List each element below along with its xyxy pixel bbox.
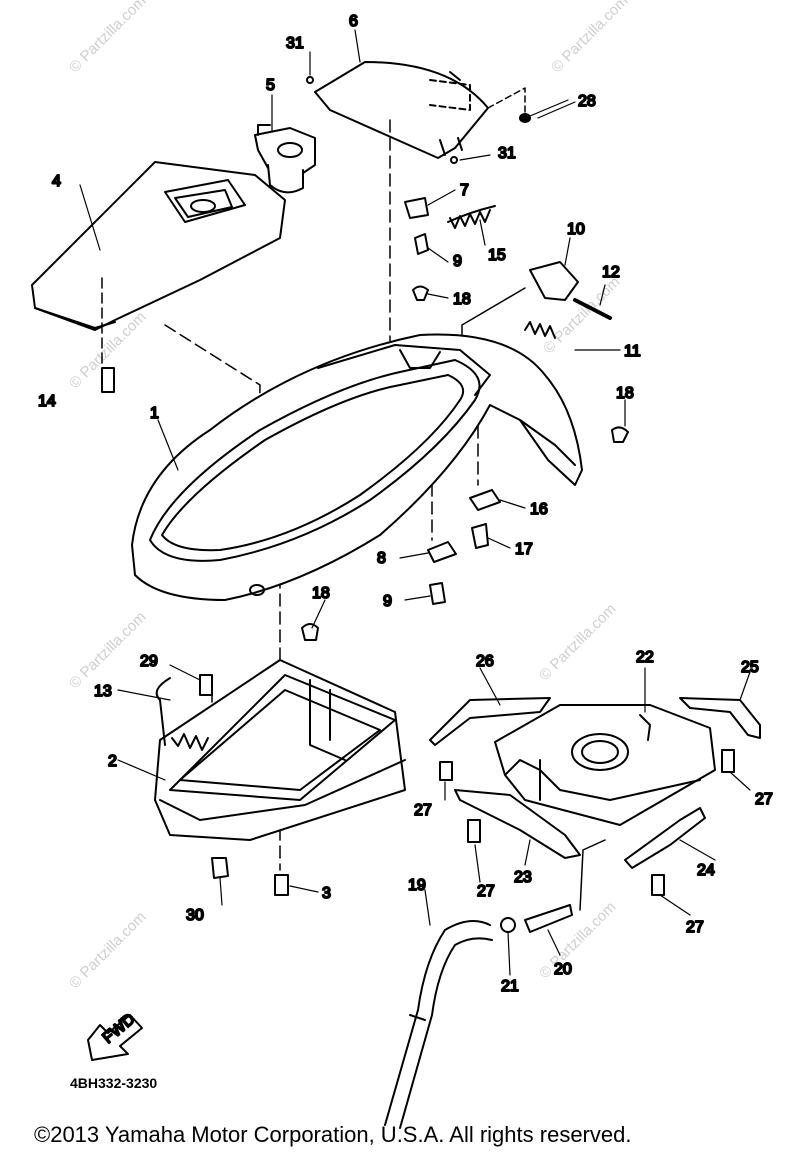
callout-12: 12 xyxy=(602,264,620,281)
part-18-screw xyxy=(412,285,429,301)
callout-5: 5 xyxy=(266,77,275,94)
callout-16: 16 xyxy=(530,501,548,518)
part-5-switch xyxy=(254,124,316,194)
callout-9: 9 xyxy=(453,253,462,270)
part-27-screw xyxy=(651,874,665,896)
callout-13: 13 xyxy=(94,683,112,700)
part-31-clip xyxy=(306,76,314,84)
callout-1: 1 xyxy=(150,405,159,422)
part-9-screw xyxy=(429,582,446,605)
callout-8: 8 xyxy=(377,550,386,567)
callout-31: 31 xyxy=(286,35,304,52)
part-19-hose xyxy=(384,920,491,1126)
part-1-cowling xyxy=(131,333,583,601)
part-30-nut xyxy=(211,857,229,879)
callout-3: 3 xyxy=(322,885,331,902)
callout-11: 11 xyxy=(624,343,641,360)
callout-18: 18 xyxy=(453,291,471,308)
callout-20: 20 xyxy=(554,961,572,978)
callout-27: 27 xyxy=(477,883,495,900)
part-13-rod xyxy=(155,677,171,746)
part-20-hose xyxy=(524,904,573,933)
callout-15: 15 xyxy=(488,247,506,264)
part-17-screw xyxy=(471,523,489,549)
part-7-bracket xyxy=(404,197,429,219)
callout-25: 25 xyxy=(741,659,759,676)
callout-31: 31 xyxy=(498,145,516,162)
part-31-clip xyxy=(450,156,458,164)
callout-26: 26 xyxy=(476,653,494,670)
part-24-strap xyxy=(624,807,706,869)
part-12-pin xyxy=(573,298,612,320)
part-10-latch xyxy=(529,261,579,301)
part-27-screw xyxy=(467,819,481,843)
part-23-strap xyxy=(454,789,581,859)
callout-21: 21 xyxy=(501,978,519,995)
callout-18: 18 xyxy=(616,385,634,402)
callout-27: 27 xyxy=(414,802,432,819)
callout-labels: 31 6 5 28 31 4 7 10 9 15 12 18 11 14 18 … xyxy=(37,12,774,996)
callout-17: 17 xyxy=(515,541,533,558)
callout-19: 19 xyxy=(408,877,426,894)
part-25-strap xyxy=(679,697,761,739)
callout-27: 27 xyxy=(755,791,773,808)
part-26-strap xyxy=(429,697,551,746)
part-18-screw xyxy=(301,623,319,641)
callout-18: 18 xyxy=(312,585,330,602)
callout-4: 4 xyxy=(52,173,61,190)
part-4-cover xyxy=(31,161,286,331)
fwd-arrow-icon: FWD xyxy=(87,1010,143,1061)
callout-2: 2 xyxy=(108,753,117,770)
part-2-tray xyxy=(154,659,406,841)
callout-14: 14 xyxy=(38,393,56,410)
callout-9: 9 xyxy=(383,593,392,610)
part-22-tank xyxy=(494,704,716,826)
callout-22: 22 xyxy=(636,649,654,666)
copyright-notice: ©2013 Yamaha Motor Corporation, U.S.A. A… xyxy=(34,1122,632,1147)
callout-24: 24 xyxy=(697,862,715,879)
part-11-spring xyxy=(524,321,556,339)
callout-28: 28 xyxy=(578,93,596,110)
callout-7: 7 xyxy=(460,182,469,199)
callout-29: 29 xyxy=(140,653,158,670)
part-18-screw xyxy=(611,426,629,443)
callout-23: 23 xyxy=(514,869,532,886)
part-9-screw xyxy=(414,233,429,255)
part-28-cap xyxy=(519,113,531,123)
part-3-screw xyxy=(274,874,289,896)
part-14-screw xyxy=(101,367,115,393)
part-13-spring xyxy=(171,733,209,751)
part-21-clamp xyxy=(500,917,516,933)
callout-10: 10 xyxy=(567,221,585,238)
callout-30: 30 xyxy=(186,907,204,924)
drawing-code: 4BH332-3230 xyxy=(70,1075,158,1091)
part-8-bracket xyxy=(427,541,457,563)
part-16-bracket xyxy=(469,489,501,511)
part-27-screw xyxy=(439,761,453,781)
callout-6: 6 xyxy=(349,13,358,30)
callout-27: 27 xyxy=(686,919,704,936)
part-29-screw xyxy=(199,674,213,696)
part-6-lid xyxy=(314,61,489,159)
part-27-screw xyxy=(721,749,735,773)
